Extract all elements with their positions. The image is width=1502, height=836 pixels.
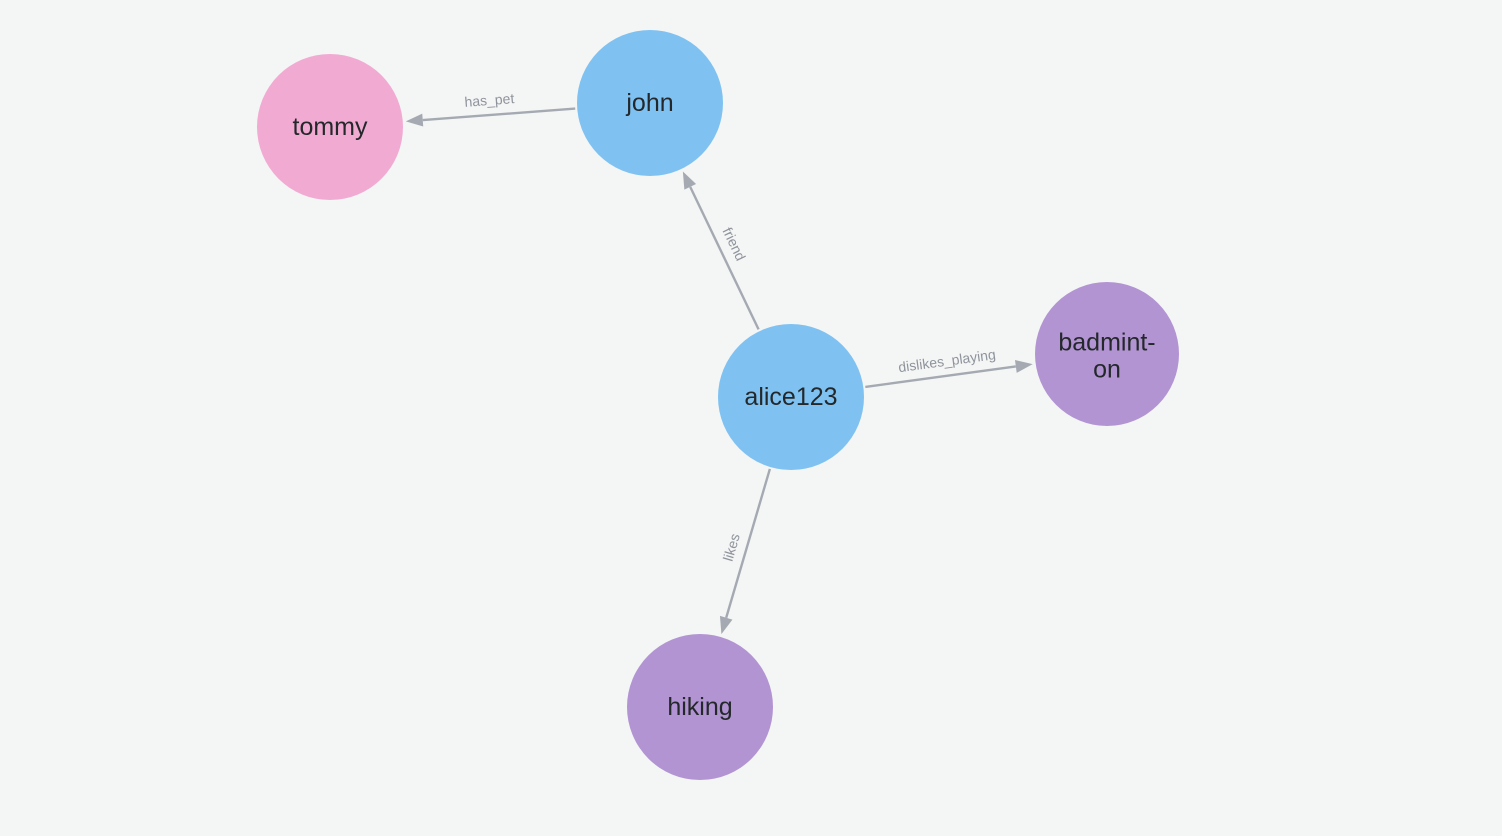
node-badminton[interactable]: badmint-on xyxy=(1035,282,1179,426)
edge-has_pet[interactable]: has_pet xyxy=(405,90,576,127)
node-tommy[interactable]: tommy xyxy=(257,54,403,200)
arrowhead-icon xyxy=(1014,359,1033,373)
edge-label: likes xyxy=(720,532,743,563)
edge-line xyxy=(725,468,772,619)
node-circle xyxy=(627,634,773,780)
edge-label: has_pet xyxy=(464,90,515,110)
arrowhead-icon xyxy=(682,171,697,190)
arrowhead-icon xyxy=(719,615,733,635)
node-circle xyxy=(257,54,403,200)
node-hiking[interactable]: hiking xyxy=(627,634,773,780)
node-circle xyxy=(1035,282,1179,426)
arrowhead-icon xyxy=(405,113,424,127)
node-alice123[interactable]: alice123 xyxy=(718,324,864,470)
edge-line xyxy=(422,107,576,122)
edge-likes[interactable]: likes xyxy=(719,468,772,635)
edge-friend[interactable]: friend xyxy=(682,171,760,330)
node-circle xyxy=(577,30,723,176)
edge-dislikes_playing[interactable]: dislikes_playing xyxy=(865,346,1033,389)
edge-line xyxy=(865,365,1017,389)
node-john[interactable]: john xyxy=(577,30,723,176)
node-circle xyxy=(718,324,864,470)
edge-line xyxy=(689,186,760,330)
